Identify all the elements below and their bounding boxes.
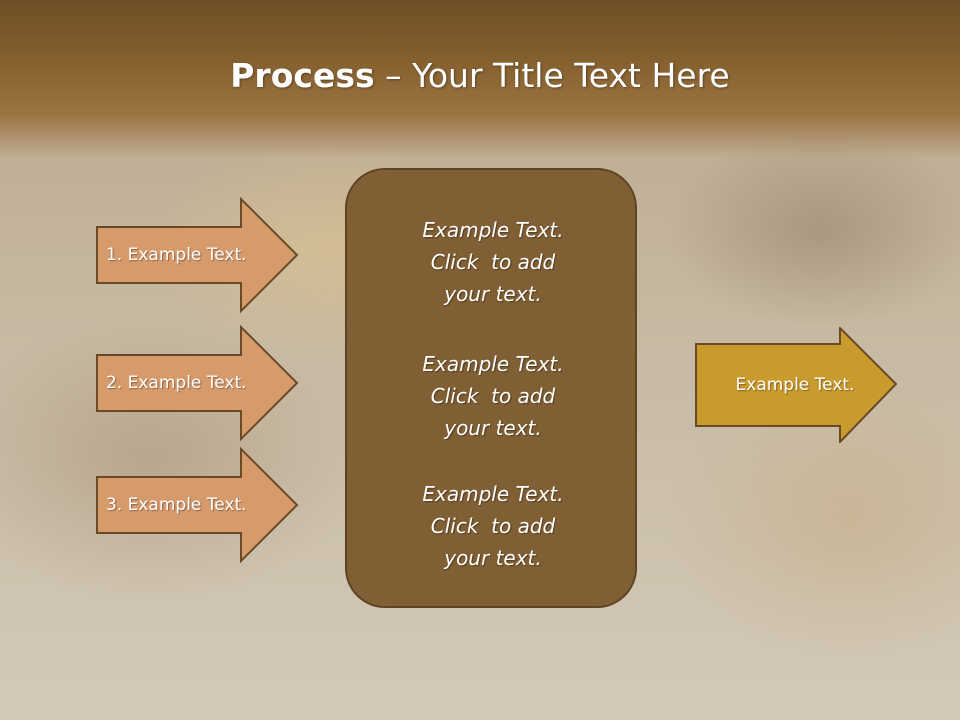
title-banner bbox=[0, 0, 960, 158]
step-arrow-3[interactable]: 3. Example Text. bbox=[96, 446, 299, 564]
step-label-3: 3. Example Text. bbox=[106, 495, 247, 515]
paragraph-line: your text. bbox=[444, 546, 542, 570]
title-rest-part: – Your Title Text Here bbox=[374, 56, 730, 95]
step-arrow-2[interactable]: 2. Example Text. bbox=[96, 324, 299, 442]
right-arrow-shape bbox=[96, 324, 299, 442]
center-paragraph-1: Example Text. Click to add your text. bbox=[347, 214, 639, 310]
output-label: Example Text. bbox=[735, 375, 855, 395]
center-text-box[interactable]: Example Text. Click to add your text. Ex… bbox=[345, 168, 637, 608]
paragraph-line: Example Text. bbox=[422, 218, 564, 242]
step-label-2: 2. Example Text. bbox=[106, 373, 247, 393]
center-paragraph-3: Example Text. Click to add your text. bbox=[347, 478, 639, 574]
paragraph-line: Click to add bbox=[430, 250, 556, 274]
center-paragraph-2: Example Text. Click to add your text. bbox=[347, 348, 639, 444]
step-label-1: 1. Example Text. bbox=[106, 245, 247, 265]
paragraph-line: Example Text. bbox=[422, 352, 564, 376]
right-arrow-shape bbox=[96, 446, 299, 564]
paragraph-line: your text. bbox=[444, 416, 542, 440]
right-arrow-shape bbox=[695, 327, 897, 443]
paragraph-line: Example Text. bbox=[422, 482, 564, 506]
paragraph-line: your text. bbox=[444, 282, 542, 306]
right-arrow-shape bbox=[96, 196, 299, 314]
paragraph-line: Click to add bbox=[430, 384, 556, 408]
title-bold-part: Process bbox=[230, 56, 375, 95]
step-arrow-1[interactable]: 1. Example Text. bbox=[96, 196, 299, 314]
paragraph-line: Click to add bbox=[430, 514, 556, 538]
slide-title[interactable]: Process – Your Title Text Here bbox=[0, 54, 960, 98]
output-arrow[interactable]: Example Text. bbox=[695, 327, 897, 443]
